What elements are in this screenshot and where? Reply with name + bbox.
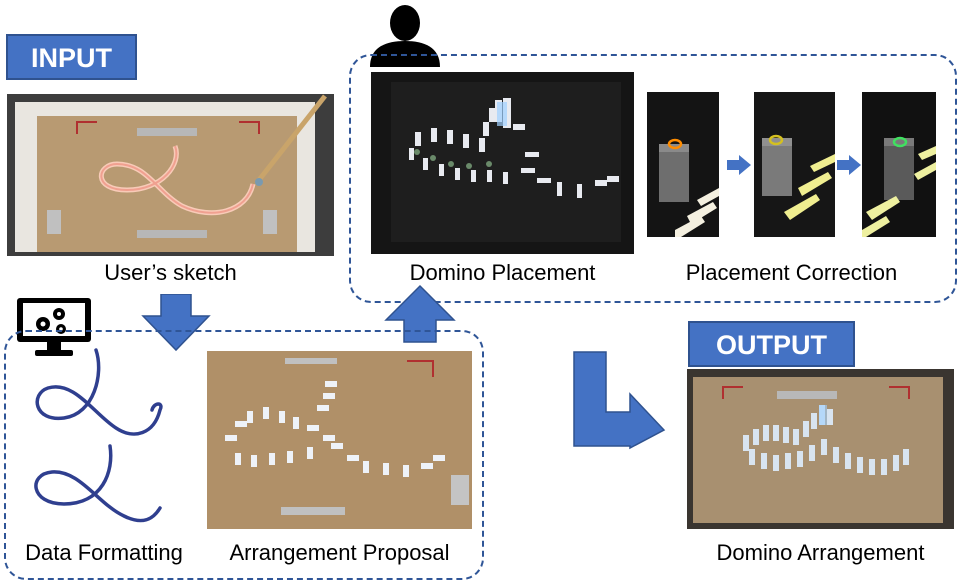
arrangement-proposal-photo <box>207 351 472 529</box>
input-label: INPUT <box>6 34 137 80</box>
output-label: OUTPUT <box>688 321 855 367</box>
data-formatting-curves <box>24 344 174 534</box>
data-formatting-caption: Data Formatting <box>25 540 183 565</box>
correction-arrow-icon-2 <box>837 155 861 175</box>
domino-placement-photo <box>371 72 634 254</box>
arrangement-proposal-caption: Arrangement Proposal <box>229 540 450 565</box>
user-stage-box <box>349 54 957 303</box>
down-arrow <box>141 294 211 352</box>
domino-arrangement-photo <box>687 369 954 529</box>
users-sketch-caption: User’s sketch <box>104 260 237 285</box>
l-shaped-arrow <box>572 350 666 450</box>
placement-correction-photo-1 <box>647 92 719 237</box>
correction-arrow-icon-1 <box>727 155 751 175</box>
placement-correction-photo-3 <box>862 92 936 237</box>
placement-correction-caption: Placement Correction <box>685 260 898 285</box>
up-arrow <box>384 284 456 344</box>
users-sketch-photo <box>7 94 334 256</box>
computer-stage-box <box>4 330 484 580</box>
placement-correction-photo-2 <box>754 92 835 237</box>
domino-arrangement-caption: Domino Arrangement <box>716 540 925 565</box>
domino-placement-caption: Domino Placement <box>409 260 596 285</box>
